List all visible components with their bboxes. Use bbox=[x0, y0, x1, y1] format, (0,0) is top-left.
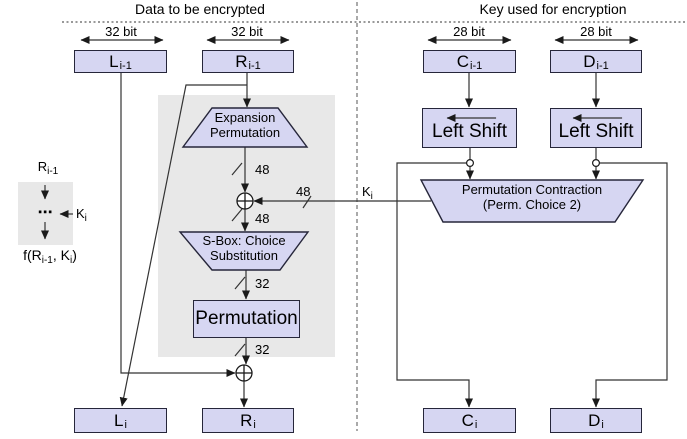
wire-lprev-to-xor bbox=[120, 73, 236, 377]
header-data: Data to be encrypted bbox=[135, 1, 265, 17]
register-r-prev-sub: i-1 bbox=[248, 59, 261, 72]
sbox-line2: Substitution bbox=[210, 247, 278, 263]
register-r-prev-label: R bbox=[235, 51, 248, 71]
left-shift-d-arrow-icon bbox=[572, 114, 623, 122]
left-shift-d-block: Left Shift bbox=[550, 108, 642, 148]
subkey-label: K bbox=[362, 184, 371, 199]
legend-output-p3: ) bbox=[72, 247, 77, 263]
header-key: Key used for encryption bbox=[479, 1, 627, 17]
branch-dot-c bbox=[466, 159, 475, 168]
legend-output-label: f(Ri-1, Ki) bbox=[8, 247, 92, 266]
subkey-sub: i bbox=[370, 191, 373, 202]
wire-label-key-in: 48 bbox=[296, 184, 311, 199]
bus-width-ticks bbox=[231, 162, 312, 357]
legend-output-p1: f(R bbox=[23, 247, 42, 263]
legend-key-sub: i bbox=[84, 213, 87, 224]
bit-width-l-prev: 32 bit bbox=[105, 24, 137, 39]
legend-input-label: Ri-1 bbox=[22, 159, 74, 177]
bit-width-c-prev: 28 bit bbox=[453, 24, 485, 39]
register-l-prev-sub: i-1 bbox=[119, 59, 132, 72]
left-shift-d-label: Left Shift bbox=[558, 121, 634, 142]
legend-dots: ⋯ bbox=[37, 204, 53, 221]
left-shift-c-label: Left Shift bbox=[432, 121, 507, 142]
sbox-label: S-Box: Choice Substitution bbox=[180, 233, 308, 263]
expansion-permutation-label: Expansion Permutation bbox=[183, 110, 307, 140]
branch-dot-d bbox=[591, 159, 600, 168]
wire-label-expansion-out: 48 bbox=[255, 162, 270, 177]
register-d-prev-sub: i-1 bbox=[596, 59, 609, 72]
permutation-contraction-block bbox=[419, 179, 645, 223]
perm-contraction-line2: (Perm. Choice 2) bbox=[482, 196, 582, 212]
expansion-permutation-block bbox=[181, 107, 309, 148]
perm-contraction-line1: Permutation Contraction bbox=[461, 182, 603, 197]
register-c-prev-label: C bbox=[456, 51, 470, 71]
register-c-prev-sub: i-1 bbox=[470, 59, 483, 72]
register-l-next-sub: i bbox=[124, 418, 127, 431]
expansion-line1: Expansion bbox=[214, 110, 276, 125]
sbox-line1: S-Box: Choice bbox=[202, 233, 286, 248]
register-l-next-label: L bbox=[114, 410, 124, 430]
legend-output-s1: i-1 bbox=[41, 255, 53, 266]
wire-label-subkey: Ki bbox=[362, 184, 373, 202]
wire-label-sbox-out: 32 bbox=[255, 276, 270, 291]
legend-output-p2: , K bbox=[52, 247, 70, 263]
xor2-node bbox=[235, 364, 253, 382]
wire-label-xor-out: 48 bbox=[255, 211, 270, 226]
bit-width-r-prev: 32 bit bbox=[231, 24, 263, 39]
register-d-prev-label: D bbox=[583, 51, 596, 71]
wire-rprev-to-lnext bbox=[119, 84, 247, 407]
xor1-node bbox=[236, 192, 254, 210]
register-d-next-label: D bbox=[588, 410, 601, 430]
wire-branch-to-cnext bbox=[396, 162, 473, 408]
legend-key-label: Ki bbox=[76, 206, 87, 224]
permutation-label: Permutation bbox=[195, 308, 298, 329]
legend-output-s2: i bbox=[70, 255, 73, 266]
legend-input-sub: i-1 bbox=[47, 166, 59, 177]
legend-key-main: K bbox=[76, 206, 85, 221]
permutation-block: Permutation bbox=[193, 300, 300, 338]
left-shift-c-block: Left Shift bbox=[422, 108, 517, 148]
wire-branch-to-dnext bbox=[592, 162, 668, 408]
register-c-next-label: C bbox=[461, 410, 474, 430]
sbox-block bbox=[178, 231, 310, 271]
left-shift-c-arrow-icon bbox=[446, 114, 496, 122]
register-r-next-label: R bbox=[240, 410, 253, 430]
register-d-next-sub: i bbox=[601, 418, 604, 431]
permutation-contraction-label: Permutation Contraction (Perm. Choice 2) bbox=[443, 182, 621, 212]
legend-input-main: R bbox=[37, 159, 48, 174]
register-l-prev-label: L bbox=[109, 51, 119, 71]
register-r-next-sub: i bbox=[253, 418, 256, 431]
bit-width-d-prev: 28 bit bbox=[580, 24, 612, 39]
register-c-next-sub: i bbox=[474, 418, 478, 431]
legend-arrows bbox=[41, 185, 73, 240]
wire-label-permutation-out: 32 bbox=[255, 342, 270, 357]
expansion-line2: Permutation bbox=[209, 124, 281, 140]
